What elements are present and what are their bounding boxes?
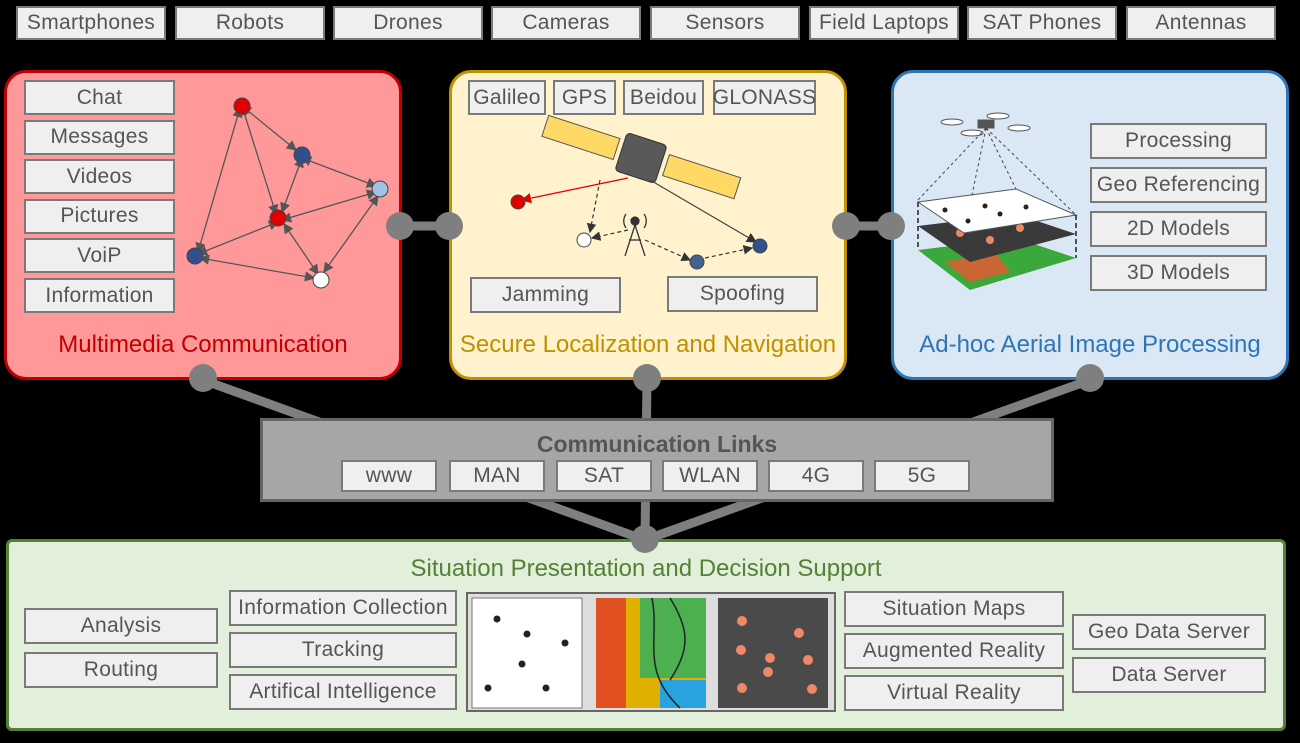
multimedia-title: Multimedia Communication (58, 331, 348, 358)
aerial-item: 2D Models (1090, 211, 1267, 247)
server-box: Data Server (1072, 657, 1266, 693)
drone-icon (940, 112, 1031, 137)
device-box: Drones (333, 6, 483, 40)
localization-title: Secure Localization and Navigation (459, 331, 837, 358)
link-box: 4G (768, 460, 864, 492)
aerial-item: Geo Referencing (1090, 167, 1267, 203)
situation-middle-item: Tracking (229, 632, 457, 668)
server-box: Geo Data Server (1072, 614, 1266, 650)
node-lightblue (371, 180, 389, 198)
situation-right-item: Situation Maps (844, 591, 1064, 627)
spoofing-box: Spoofing (667, 276, 818, 312)
localization-panel: Secure Localization and Navigation (449, 70, 847, 380)
node-blue-2 (186, 247, 204, 265)
gnss-box: Beidou (623, 80, 704, 115)
satellite-icon (541, 114, 742, 200)
situation-middle-item: Information Collection (229, 590, 457, 626)
link-box: WLAN (662, 460, 758, 492)
gnss-box: Galileo (468, 80, 546, 115)
aerial-title: Ad-hoc Aerial Image Processing (919, 331, 1261, 358)
device-box: Sensors (650, 6, 800, 40)
communication-links-title: Communication Links (536, 431, 778, 457)
situation-right-item: Augmented Reality (844, 633, 1064, 669)
link-box: www (341, 460, 437, 492)
device-box: Smartphones (16, 6, 166, 40)
situation-right-item: Virtual Reality (844, 675, 1064, 711)
jamming-box: Jamming (470, 277, 621, 313)
multimedia-item: Pictures (24, 198, 175, 234)
receiver-red (510, 194, 526, 210)
multimedia-item: VoiP (24, 238, 175, 274)
situation-title: Situation Presentation and Decision Supp… (410, 555, 882, 582)
multimedia-item: Chat (24, 80, 175, 115)
link-box: SAT (556, 460, 652, 492)
multimedia-item: Information (24, 278, 175, 313)
device-box: SAT Phones (967, 6, 1117, 40)
gnss-box: GPS (553, 80, 616, 115)
gnss-box: GLONASS (713, 80, 816, 115)
device-box: Cameras (491, 6, 641, 40)
situation-middle-item: Artifical Intelligence (229, 674, 457, 710)
device-box: Robots (175, 6, 325, 40)
device-box: Field Laptops (809, 6, 959, 40)
aerial-item: Processing (1090, 123, 1267, 159)
link-box: 5G (874, 460, 970, 492)
multimedia-item: Videos (24, 159, 175, 195)
node-blue-1 (293, 146, 311, 164)
node-white (312, 271, 330, 289)
antenna-tower-icon (623, 213, 647, 257)
node-red-2 (269, 209, 287, 227)
node-red-1 (233, 97, 251, 115)
multimedia-item: Messages (24, 119, 175, 155)
aerial-item: 3D Models (1090, 255, 1267, 291)
situation-left-item: Routing (24, 652, 218, 688)
device-box: Antennas (1126, 6, 1276, 40)
receiver-blue-1 (689, 254, 705, 270)
situation-left-item: Analysis (24, 608, 218, 644)
link-box: MAN (449, 460, 545, 492)
